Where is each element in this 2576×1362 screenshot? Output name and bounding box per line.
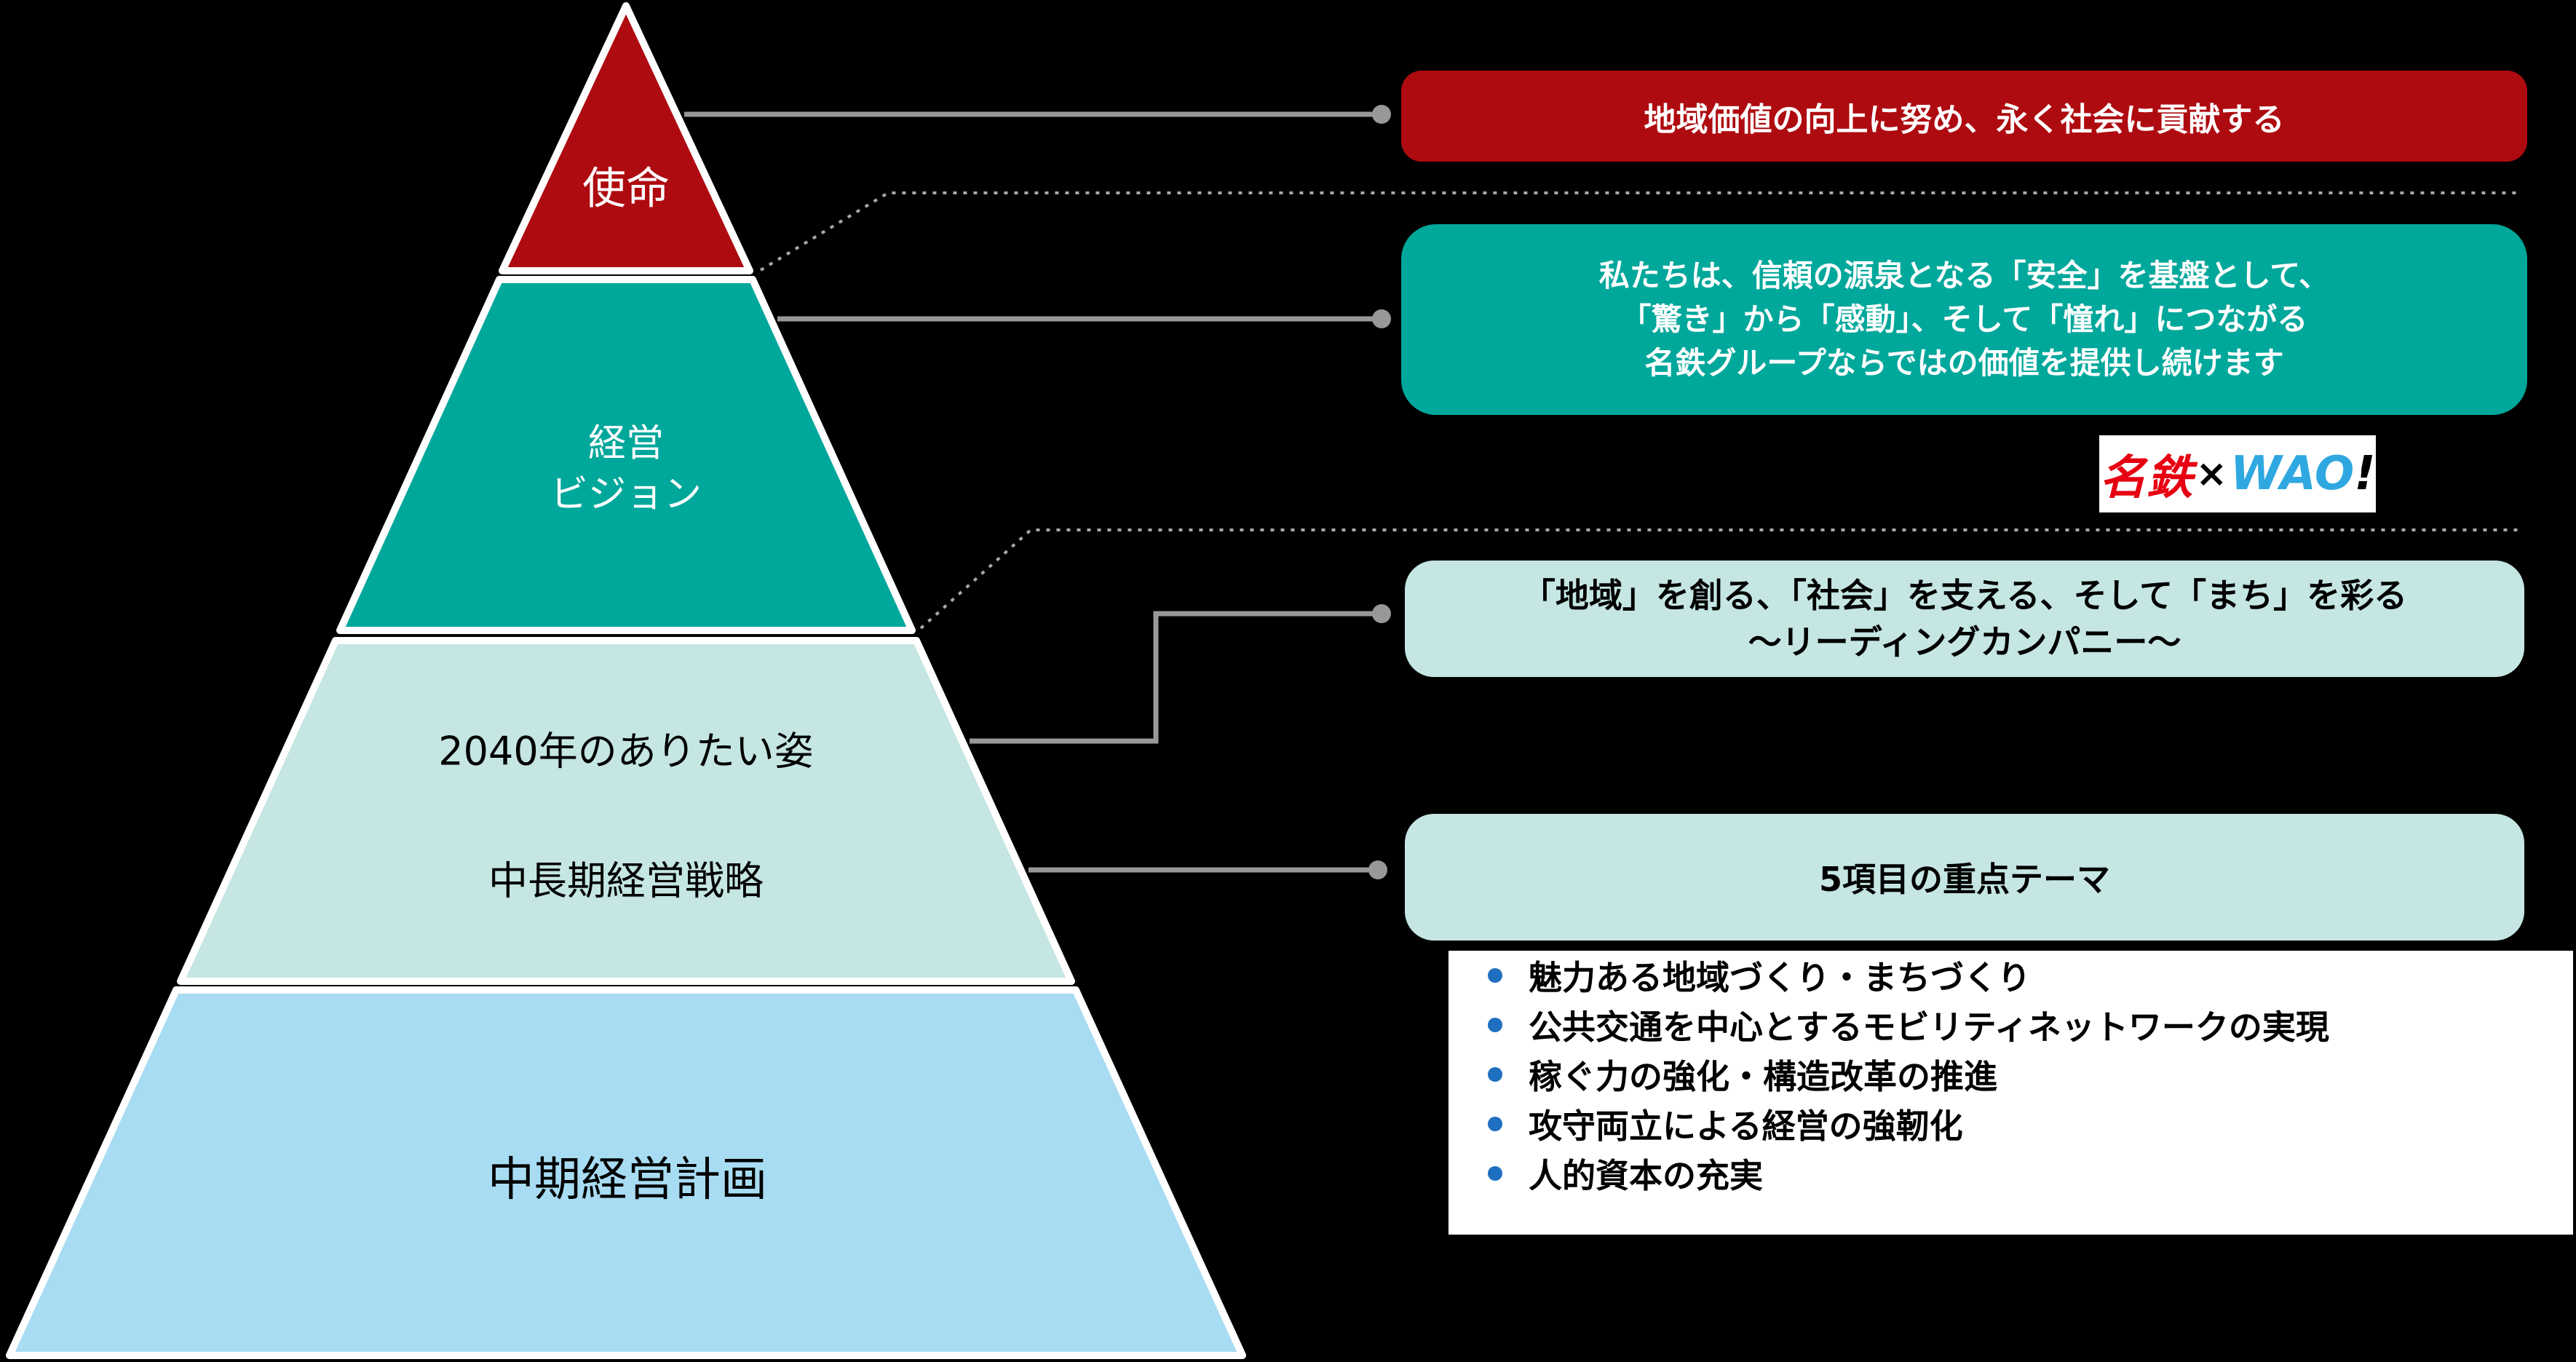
pyramid-label-mission: 使命	[582, 163, 670, 215]
list-item: 攻守両立による経営の強靭化	[1448, 1099, 2573, 1149]
list-item: 魅力ある地域づくり・まちづくり	[1448, 951, 2573, 1000]
bullet-icon	[1488, 1166, 1502, 1181]
pyramid-level-mission-shape	[499, 2, 753, 274]
pyramid-level-plan-shape	[6, 986, 1246, 1359]
pyramid-label-vision-line2: ビジョン	[550, 472, 702, 517]
pyramid-label-midlong: 中長期経営戦略	[488, 858, 764, 904]
pyramid-label-vision-line1: 経営	[587, 421, 665, 466]
theme-item-label: 公共交通を中心とするモビリティネットワークの実現	[1529, 1007, 2329, 1047]
theme-item-label: 攻守両立による経営の強靭化	[1529, 1106, 1963, 1146]
logo-exclamation-text: !	[2354, 447, 2376, 501]
connector-vision-dot	[1372, 309, 1391, 328]
list-item: 公共交通を中心とするモビリティネットワークの実現	[1448, 1000, 2573, 1050]
meitetsu-wao-logo: 名鉄 × WAO !	[2099, 435, 2376, 512]
vision-callout-line2: 「驚き」から「感動」、そして「憧れ」につながる	[1620, 301, 2308, 337]
vision-callout-line3: 名鉄グループならではの価値を提供し続けます	[1644, 345, 2284, 381]
bullet-icon	[1488, 1117, 1502, 1131]
themes-list: 魅力ある地域づくり・まちづくり 公共交通を中心とするモビリティネットワークの実現…	[1448, 951, 2573, 1198]
connector-themes-dot	[1368, 860, 1387, 879]
connector-mission-dot	[1372, 105, 1391, 124]
logo-wao-text: WAO	[2230, 447, 2355, 501]
goal2040-callout-line1: 「地域」を創る、「社会」を支える、そして「まち」を彩る	[1521, 576, 2408, 615]
bullet-icon	[1488, 1018, 1502, 1032]
bullet-icon	[1488, 968, 1502, 983]
mission-callout-box: 地域価値の向上に努め、永く社会に貢献する	[1401, 71, 2527, 162]
logo-meitetsu-text: 名鉄	[2099, 451, 2193, 505]
vision-callout-box: 私たちは、信頼の源泉となる「安全」を基盤として、 「驚き」から「感動」、そして「…	[1401, 224, 2527, 415]
pyramid-label-midplan: 中期経営計画	[488, 1153, 767, 1207]
goal2040-callout-box: 「地域」を創る、「社会」を支える、そして「まち」を彩る ～リーディングカンパニー…	[1405, 561, 2524, 677]
list-item: 人的資本の充実	[1448, 1149, 2573, 1198]
theme-item-label: 人的資本の充実	[1529, 1156, 1763, 1195]
goal2040-callout-line2: ～リーディングカンパニー～	[1748, 622, 2181, 662]
mission-callout-text: 地域価値の向上に努め、永く社会に貢献する	[1644, 100, 2285, 138]
bullet-icon	[1488, 1067, 1502, 1082]
logo-times-icon: ×	[2195, 452, 2228, 496]
themes-list-panel: 魅力ある地域づくり・まちづくり 公共交通を中心とするモビリティネットワークの実現…	[1448, 951, 2573, 1235]
pyramid-level-vision-shape	[336, 276, 916, 634]
theme-item-label: 稼ぐ力の強化・構造改革の推進	[1529, 1057, 1997, 1096]
themes-callout-box: 5項目の重点テーマ	[1405, 814, 2524, 941]
dotted-divider-vision	[919, 528, 2522, 630]
connector-goal2040-dot	[1372, 604, 1391, 623]
themes-callout-text: 5項目の重点テーマ	[1818, 860, 2110, 899]
connector-goal2040-elbow	[970, 611, 1373, 744]
theme-item-label: 魅力ある地域づくり・まちづくり	[1529, 958, 2031, 997]
vision-callout-line1: 私たちは、信頼の源泉となる「安全」を基盤として、	[1598, 258, 2330, 293]
pyramid-label-goal2040: 2040年のありたい姿	[438, 728, 814, 775]
list-item: 稼ぐ力の強化・構造改革の推進	[1448, 1050, 2573, 1099]
pyramid-level-strategy-shape	[177, 637, 1075, 985]
